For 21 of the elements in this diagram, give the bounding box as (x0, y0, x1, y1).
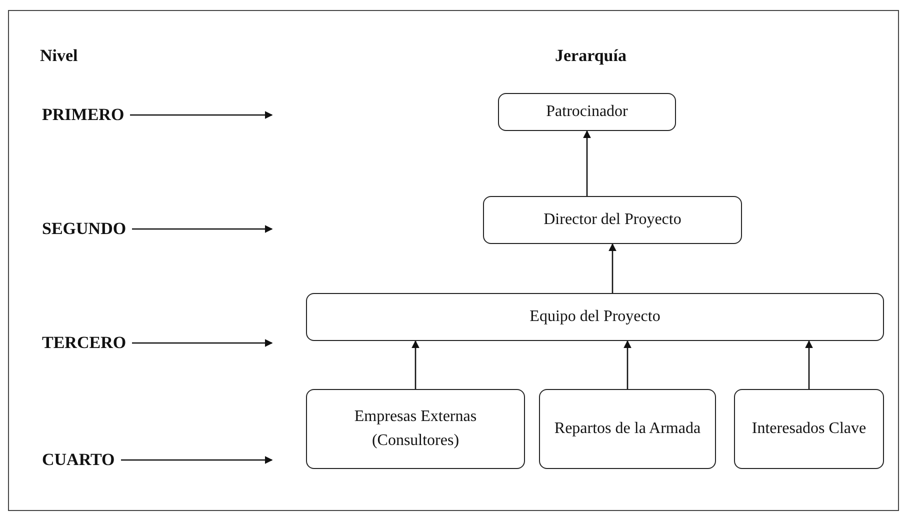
role-box: Patrocinador (498, 93, 676, 131)
arrow (624, 340, 632, 389)
role-box: Director del Proyecto (483, 196, 742, 244)
role-box: Interesados Clave (734, 389, 884, 469)
arrow (805, 340, 813, 389)
column-heading: Nivel (40, 46, 78, 66)
level-label: PRIMERO (42, 105, 124, 125)
arrow (121, 456, 273, 464)
level-label: CUARTO (42, 450, 115, 470)
arrow (130, 111, 273, 119)
level-label: SEGUNDO (42, 219, 126, 239)
level-label: TERCERO (42, 333, 126, 353)
arrow (132, 339, 273, 347)
arrow (608, 243, 616, 293)
column-heading: Jerarquía (555, 46, 626, 66)
arrow (132, 225, 273, 233)
role-box: Repartos de la Armada (539, 389, 716, 469)
arrow (583, 130, 591, 196)
role-box: Empresas Externas (Consultores) (306, 389, 525, 469)
role-box: Equipo del Proyecto (306, 293, 884, 341)
arrow (412, 340, 420, 389)
